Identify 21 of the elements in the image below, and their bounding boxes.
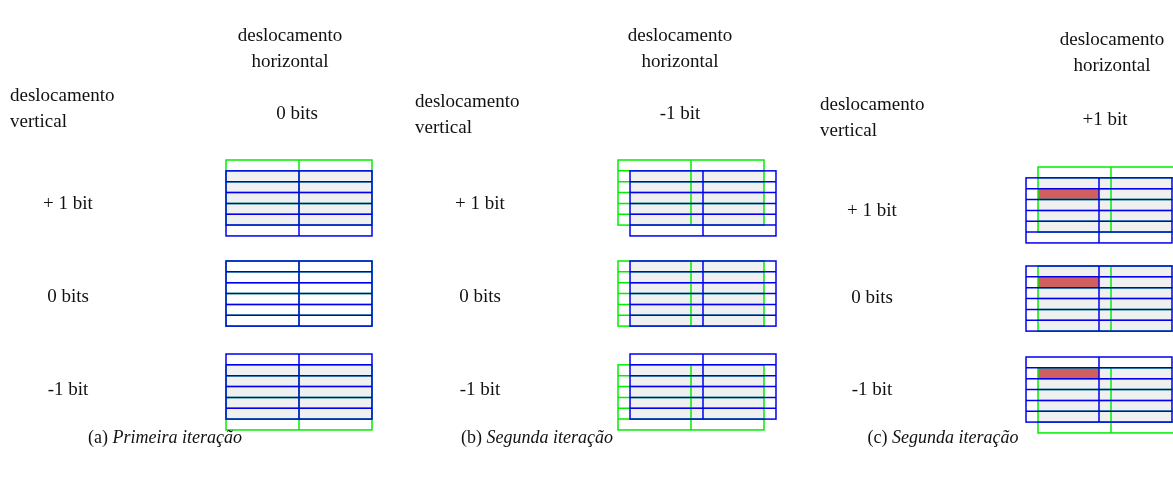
axis-label: 0 bits (851, 286, 893, 307)
axis-label: deslocamento horizontal (627, 24, 733, 71)
axis-label: -1 bit (459, 378, 501, 399)
axis-label: + 1 bit (847, 199, 897, 220)
axis-label: -1 bit (659, 102, 701, 123)
axis-label: -1 bit (851, 378, 893, 399)
axis-label: deslocamento horizontal (1059, 28, 1165, 75)
axis-label: deslocamento vertical (10, 84, 115, 131)
axis-label: deslocamento vertical (820, 93, 925, 140)
axis-label: 0 bits (47, 285, 89, 306)
subfigure-caption: (b) Segunda iteração (461, 427, 613, 447)
subfigure-caption: (a) Primeira iteração (88, 427, 242, 447)
axis-label: deslocamento vertical (415, 90, 520, 137)
axis-label: + 1 bit (43, 192, 93, 213)
axis-label: 0 bits (276, 102, 318, 123)
axis-label: deslocamento horizontal (237, 24, 343, 71)
axis-label: 0 bits (459, 285, 501, 306)
subfigure-caption: (c) Segunda iteração (867, 427, 1019, 447)
axis-label: + 1 bit (455, 192, 505, 213)
axis-label: -1 bit (47, 378, 89, 399)
axis-label: +1 bit (1082, 108, 1128, 129)
